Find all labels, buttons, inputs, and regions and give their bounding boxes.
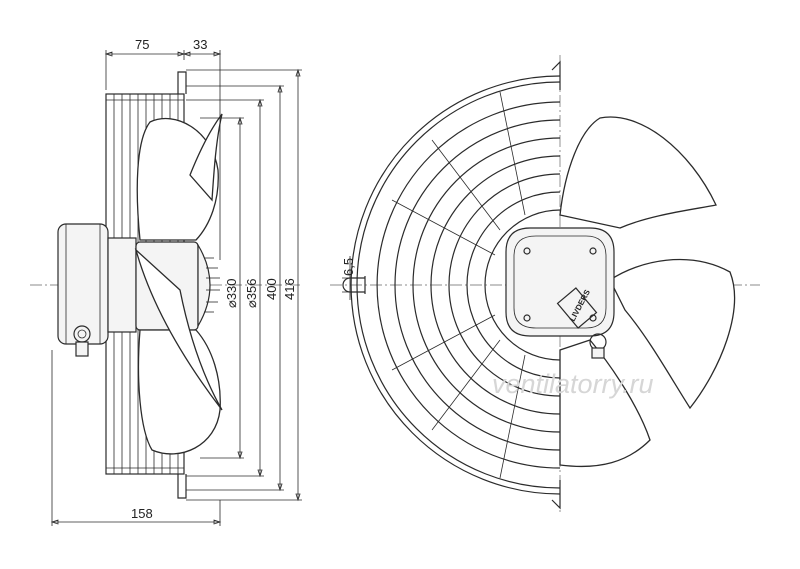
motor-side <box>57 223 137 357</box>
side-view: 75 33 158 ⌀330 ⌀356 400 416 <box>30 37 302 526</box>
side-dimensions <box>50 50 302 526</box>
dim-356: ⌀356 <box>244 278 259 308</box>
blade-side-mid <box>134 247 223 411</box>
dim-416: 416 <box>282 278 297 300</box>
dim-6-5: 6,5 <box>341 258 356 276</box>
dim-400: 400 <box>264 278 279 300</box>
mounting-slot <box>342 256 366 300</box>
dim-75: 75 <box>135 37 149 52</box>
dim-330: ⌀330 <box>224 278 239 308</box>
watermark: ventilatorry.ru <box>492 369 654 399</box>
blade-front-right <box>609 258 736 410</box>
front-guard <box>350 60 561 510</box>
bottom-bracket <box>177 474 187 499</box>
blade-front-top <box>559 116 717 229</box>
dim-33: 33 <box>193 37 207 52</box>
front-view: 6,5 LIVDERS ventilatorry.ru <box>330 55 760 515</box>
blade-side-top <box>136 117 219 241</box>
blade-front-bottom <box>559 339 651 468</box>
blade-side-upper <box>189 113 223 202</box>
dim-158: 158 <box>131 506 153 521</box>
terminal-box: LIVDERS <box>505 227 615 359</box>
top-bracket <box>177 71 187 94</box>
